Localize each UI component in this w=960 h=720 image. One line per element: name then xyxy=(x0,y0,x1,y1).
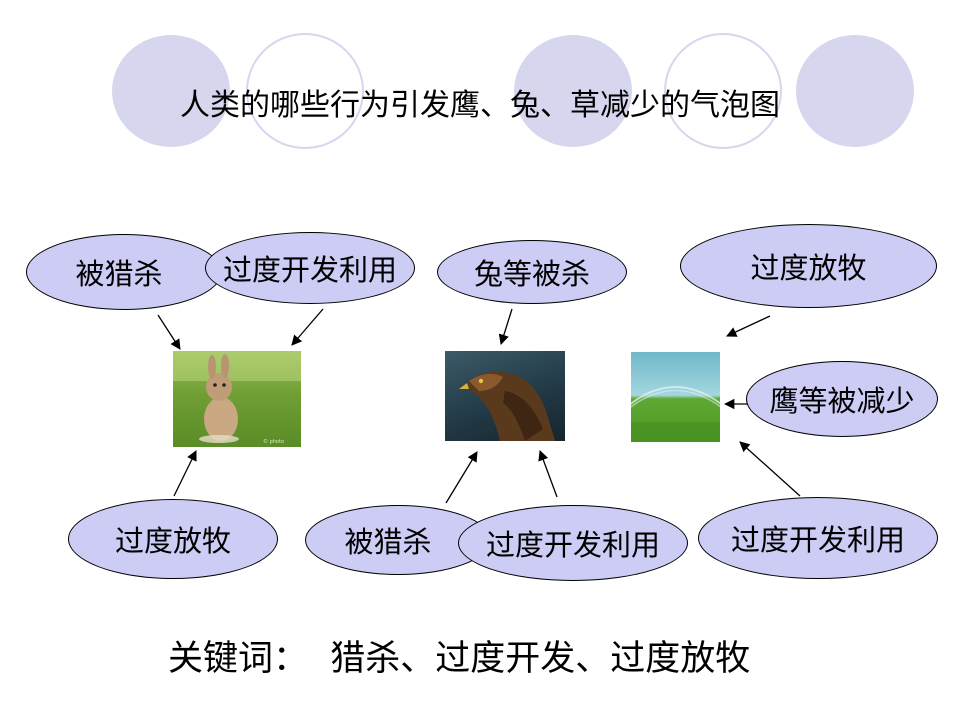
grassland-illustration xyxy=(631,386,720,442)
keywords-label: 关键词： xyxy=(168,639,309,679)
decor-circle xyxy=(246,33,364,149)
bubble-rabbit-overdevelopment: 过度开发利用 xyxy=(205,232,415,304)
decor-circle xyxy=(796,35,914,147)
arrow xyxy=(157,314,181,350)
bubble-grass-eagles-reduced: 鹰等被减少 xyxy=(746,361,938,437)
bubble-eagle-rabbits-killed: 兔等被杀 xyxy=(437,240,627,304)
arrow xyxy=(739,441,801,497)
decor-circle xyxy=(664,33,782,149)
bubble-rabbit-overgrazing: 过度放牧 xyxy=(68,499,278,579)
arrow xyxy=(445,451,478,504)
arrow xyxy=(291,308,324,346)
bubble-eagle-overdevelopment: 过度开发利用 xyxy=(458,505,688,581)
arrow xyxy=(498,308,513,345)
rabbit-illustration: © photo xyxy=(173,351,301,445)
page-title: 人类的哪些行为引发鹰、兔、草减少的气泡图 xyxy=(180,88,780,123)
eagle-photo xyxy=(445,351,565,441)
arrow xyxy=(538,450,558,498)
keywords-line: 关键词： 猎杀、过度开发、过度放牧 xyxy=(168,630,750,681)
keywords-items: 猎杀、过度开发、过度放牧 xyxy=(330,639,751,679)
bubble-rabbit-hunted: 被猎杀 xyxy=(26,234,222,310)
grassland-photo xyxy=(631,352,720,442)
arrow xyxy=(726,315,771,337)
bubble-grass-overgrazing: 过度放牧 xyxy=(680,224,937,308)
rabbit-photo: © photo xyxy=(173,351,301,447)
arrow xyxy=(173,450,197,497)
svg-text:© photo: © photo xyxy=(263,438,284,445)
decor-circle xyxy=(514,35,632,147)
eagle-illustration xyxy=(459,371,555,441)
bubble-grass-overdevelopment: 过度开发利用 xyxy=(698,497,938,579)
decor-circle xyxy=(112,35,230,147)
